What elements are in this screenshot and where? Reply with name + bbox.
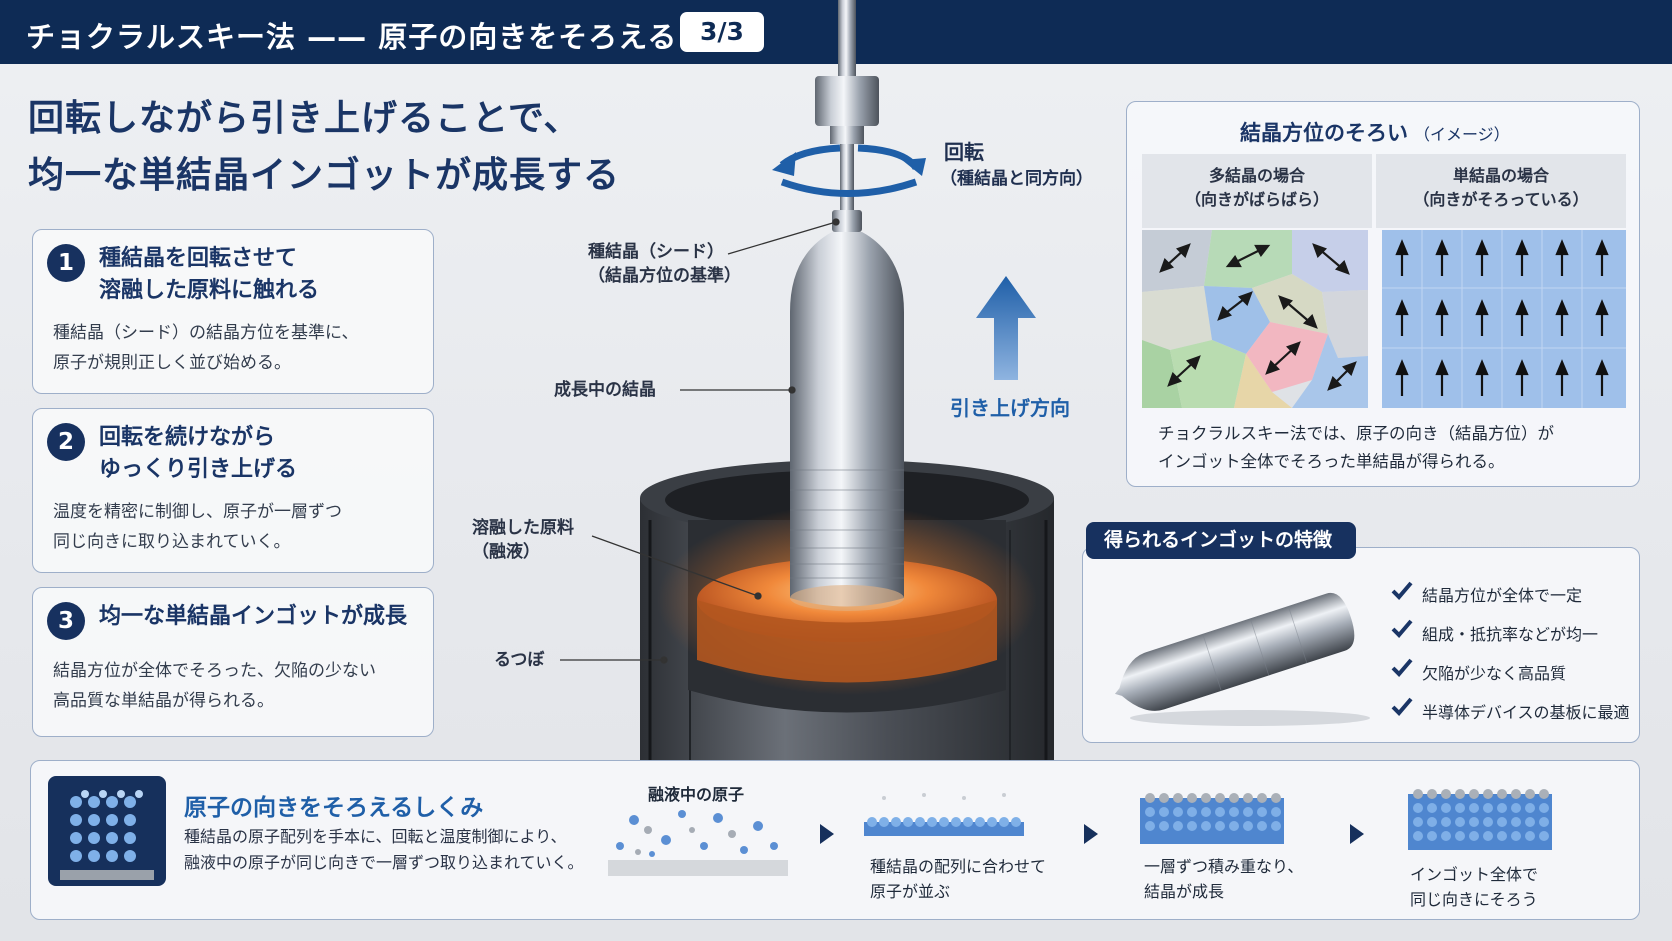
step-card-3: 3 均一な単結晶インゴットが成長 結晶方位が全体でそろった、欠陥の少ない 高品質… — [32, 587, 434, 737]
mechanism-description-line2: 融液中の原子が同じ向きで一層ずつ取り込まれていく。 — [184, 853, 584, 872]
page-indicator: 3/3 — [680, 12, 764, 52]
mechanism-step-3-line2: 結晶が成長 — [1144, 882, 1225, 901]
single-header-line2: （向きがそろっている） — [1413, 190, 1589, 209]
feature-item: 欠陥が少なく高品質 — [1422, 664, 1567, 683]
seed-label: 種結晶（シード） （結晶方位の基準） — [588, 240, 741, 288]
poly-header-line2: （向きがばらばら） — [1184, 190, 1329, 209]
seed-label-line2: （結晶方位の基準） — [588, 266, 741, 286]
polycrystal-illustration — [1142, 230, 1368, 408]
check-icon — [1391, 658, 1413, 677]
step-text-line1: 温度を精密に制御し、原子が一層ずつ — [53, 502, 342, 522]
orientation-caption: チョクラルスキー法では、原子の向き（結晶方位）が インゴット全体でそろった単結晶… — [1158, 420, 1554, 476]
poly-header-bg — [1142, 154, 1372, 228]
check-icon — [1391, 619, 1413, 638]
aligned-ingot-illustration — [1408, 789, 1552, 850]
arrow-right-icon — [1350, 824, 1364, 844]
check-icon — [1391, 697, 1413, 716]
step-card-2: 2 回転を続けながら ゆっくり引き上げる 温度を精密に制御し、原子が一層ずつ 同… — [32, 408, 434, 573]
mechanism-step-2: 種結晶の配列に合わせて 原子が並ぶ — [870, 854, 1046, 904]
check-icon — [1391, 581, 1413, 600]
atom-lattice-icon — [48, 776, 166, 886]
rod-collar — [830, 126, 864, 144]
headline: 回転しながら引き上げることで、 均一な単結晶インゴットが成長する — [28, 90, 620, 204]
single-header: 単結晶の場合 （向きがそろっている） — [1376, 164, 1626, 212]
stacking-layers-illustration — [1140, 793, 1284, 844]
step-title: 均一な単結晶インゴットが成長 — [99, 601, 407, 633]
rotation-label: 回転 — [944, 140, 984, 164]
feature-item: 組成・抵抗率などが均一 — [1422, 625, 1599, 644]
mechanism-step-3: 一層ずつ積み重なり、 結晶が成長 — [1144, 854, 1303, 904]
mechanism-step-4-line2: 同じ向きにそろう — [1410, 890, 1538, 909]
seed-holder — [832, 210, 862, 232]
mechanism-step-4-line1: インゴット全体で — [1410, 865, 1539, 884]
step-text-line2: 原子が規則正しく並び始める。 — [53, 353, 291, 373]
step-text-line2: 同じ向きに取り込まれていく。 — [53, 532, 291, 552]
step-title-line2: ゆっくり引き上げる — [99, 457, 298, 482]
melt-label: 溶融した原料 （融液） — [472, 516, 574, 564]
step-title-line1: 種結晶を回転させて — [99, 246, 298, 271]
single-header-line1: 単結晶の場合 — [1452, 166, 1549, 185]
page-title: チョクラルスキー法 —— 原子の向きをそろえる — [26, 20, 678, 54]
mechanism-title: 原子の向きをそろえるしくみ — [184, 795, 484, 821]
seed-rod — [840, 144, 854, 212]
seed-label-line1: 種結晶（シード） — [588, 242, 724, 262]
growing-crystal-label: 成長中の結晶 — [554, 380, 656, 400]
growing-crystal — [790, 232, 904, 611]
orientation-title: 結晶方位のそろい （イメージ） — [1240, 117, 1510, 147]
step-card-1: 1 種結晶を回転させて 溶融した原料に触れる 種結晶（シード）の結晶方位を基準に… — [32, 229, 434, 394]
step-text: 結晶方位が全体でそろった、欠陥の少ない 高品質な単結晶が得られる。 — [53, 656, 376, 716]
step-title: 回転を続けながら ゆっくり引き上げる — [99, 422, 297, 486]
step-title-line2: 溶融した原料に触れる — [99, 278, 320, 303]
step-text-line1: 結晶方位が全体でそろった、欠陥の少ない — [53, 661, 376, 681]
single-crystal-illustration — [1382, 230, 1626, 408]
melt-atoms-illustration — [608, 810, 788, 876]
ingot-illustration — [1114, 592, 1370, 726]
mechanism-step-2-line1: 種結晶の配列に合わせて — [870, 857, 1047, 876]
arrow-right-icon — [820, 824, 834, 844]
rod-coupling — [815, 76, 879, 126]
step-number: 1 — [47, 244, 85, 282]
orientation-title-text: 結晶方位のそろい — [1240, 121, 1408, 145]
feature-item: 半導体デバイスの基板に最適 — [1422, 703, 1630, 722]
header-bar — [0, 0, 1672, 64]
mechanism-description: 種結晶の原子配列を手本に、回転と温度制御により、 融液中の原子が同じ向きで一層ず… — [184, 824, 584, 876]
rotation-arrow-icon — [772, 144, 926, 197]
poly-header: 多結晶の場合 （向きがばらばら） — [1142, 164, 1372, 212]
step-text: 種結晶（シード）の結晶方位を基準に、 原子が規則正しく並び始める。 — [53, 318, 359, 378]
feature-item: 結晶方位が全体で一定 — [1422, 586, 1583, 605]
crucible-label: るつぼ — [494, 650, 545, 670]
step-title-line1: 均一な単結晶インゴットが成長 — [99, 604, 408, 629]
orientation-caption-line2: インゴット全体でそろった単結晶が得られる。 — [1158, 452, 1505, 471]
step-text-line2: 高品質な単結晶が得られる。 — [53, 691, 274, 711]
step-text-line1: 種結晶（シード）の結晶方位を基準に、 — [53, 323, 359, 343]
mechanism-step-2-line2: 原子が並ぶ — [870, 882, 951, 901]
mechanism-description-line1: 種結晶の原子配列を手本に、回転と温度制御により、 — [184, 827, 567, 846]
pull-direction-label: 引き上げ方向 — [950, 396, 1070, 420]
melt-label-line2: （融液） — [472, 542, 540, 562]
step-title: 種結晶を回転させて 溶融した原料に触れる — [99, 243, 319, 307]
single-header-bg — [1376, 154, 1626, 228]
features-title: 得られるインゴットの特徴 — [1086, 522, 1356, 559]
mechanism-step-3-line1: 一層ずつ積み重なり、 — [1144, 857, 1304, 876]
orientation-caption-line1: チョクラルスキー法では、原子の向き（結晶方位）が — [1158, 424, 1554, 443]
step-number: 2 — [47, 423, 85, 461]
melt-label-line1: 溶融した原料 — [472, 518, 574, 538]
step-number: 3 — [47, 602, 85, 640]
pull-rod — [838, 0, 856, 80]
headline-line1: 回転しながら引き上げることで、 — [28, 98, 581, 139]
headline-line2: 均一な単結晶インゴットが成長する — [28, 155, 621, 196]
aligned-atoms-illustration — [864, 793, 1024, 836]
melt-atoms-label: 融液中の原子 — [648, 785, 745, 804]
arrow-right-icon — [1084, 824, 1098, 844]
step-text: 温度を精密に制御し、原子が一層ずつ 同じ向きに取り込まれていく。 — [53, 497, 342, 557]
rotation-sublabel: （種結晶と同方向） — [940, 169, 1093, 189]
poly-header-line1: 多結晶の場合 — [1208, 166, 1305, 185]
pull-direction-arrow-icon — [976, 276, 1036, 380]
mechanism-step-4: インゴット全体で 同じ向きにそろう — [1410, 862, 1538, 912]
mechanism-panel — [30, 760, 1640, 920]
orientation-title-sub: （イメージ） — [1414, 125, 1510, 144]
step-title-line1: 回転を続けながら — [99, 425, 276, 450]
